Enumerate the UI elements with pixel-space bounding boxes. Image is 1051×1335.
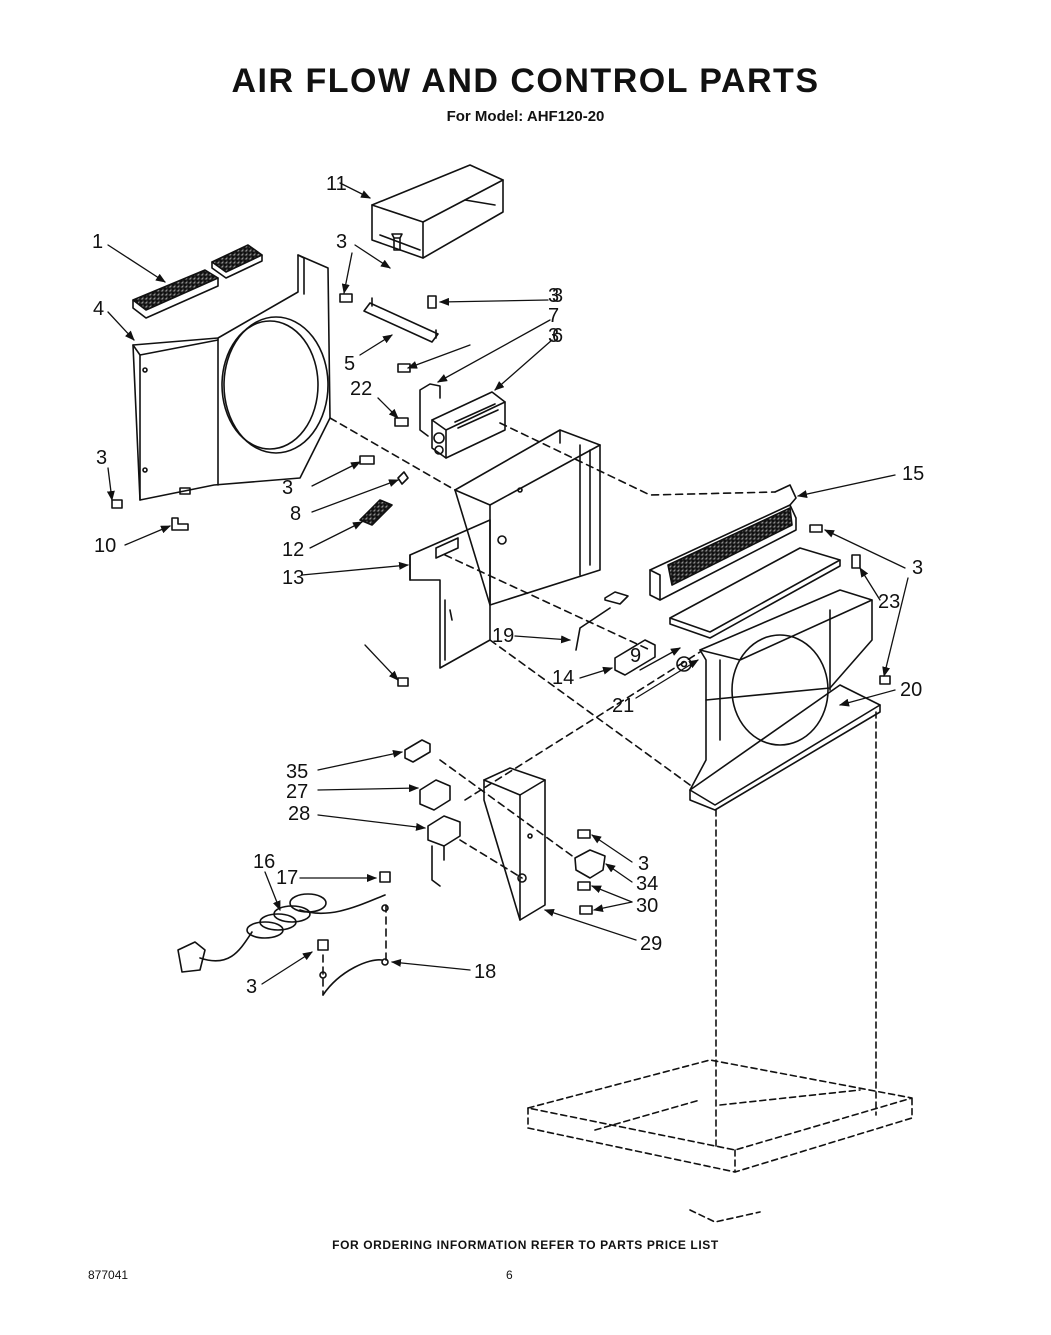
wire-clip	[575, 591, 629, 651]
document-number: 877041	[88, 1268, 129, 1282]
filter-pad	[669, 547, 841, 639]
callout-label: 3	[336, 231, 347, 253]
foam-strip-parts	[132, 244, 263, 319]
mount-bracket-small	[171, 517, 189, 531]
callout-label: 34	[636, 873, 658, 895]
callout-label: 16	[253, 851, 275, 873]
callout-label: 13	[282, 567, 304, 589]
power-cord	[177, 893, 386, 973]
capacitor	[431, 391, 506, 459]
callout-label: 14	[552, 667, 574, 689]
front-shroud-panel	[132, 254, 331, 501]
callout-label: 22	[350, 378, 372, 400]
fan-shroud-base	[689, 589, 881, 811]
callout-label: 5	[344, 353, 355, 375]
assembly-guide-lines	[322, 417, 776, 996]
terminal-block	[614, 639, 656, 676]
callout-label: 17	[276, 867, 298, 889]
callout-label: 15	[902, 463, 924, 485]
screw-fasteners	[111, 233, 891, 915]
callout-label: 3	[912, 557, 923, 579]
callout-label: 10	[94, 535, 116, 557]
switch-parts	[404, 739, 461, 887]
outlet-grille	[649, 484, 797, 601]
callout-label: 3	[282, 477, 293, 499]
callout-label: 3	[548, 285, 559, 307]
callout-label: 7	[548, 305, 559, 327]
callout-label: 8	[290, 503, 301, 525]
callout-label: 11	[326, 173, 347, 195]
lower-hardware	[317, 871, 391, 996]
callout-label: 1	[92, 231, 103, 253]
callout-label: 19	[492, 625, 514, 647]
callout-label: 3	[96, 447, 107, 469]
mesh-screen	[359, 499, 393, 526]
control-bracket	[483, 767, 546, 921]
leader-arrows	[106, 182, 909, 985]
base-pan	[527, 711, 913, 1223]
callout-label: 23	[878, 591, 900, 613]
page-title: AIR FLOW AND CONTROL PARTS	[231, 62, 820, 100]
callout-label: 21	[612, 695, 634, 717]
callout-label: 3	[552, 285, 563, 307]
control-box-cover	[371, 164, 504, 259]
small-clip	[397, 471, 409, 485]
callout-label: 4	[93, 298, 104, 320]
callout-label: 27	[286, 781, 308, 803]
callout-label: 35	[286, 761, 308, 783]
page-number: 6	[506, 1268, 513, 1282]
page-subtitle: For Model: AHF120-20	[446, 108, 605, 125]
callout-label: 3	[246, 976, 257, 998]
callout-label: 29	[640, 933, 662, 955]
main-partition-bracket	[409, 429, 601, 669]
ordering-info-note: FOR ORDERING INFORMATION REFER TO PARTS …	[332, 1238, 719, 1252]
callout-label: 30	[636, 895, 658, 917]
callout-label: 18	[474, 961, 496, 983]
callout-label: 3	[548, 325, 559, 347]
capacitor-clip	[419, 383, 441, 437]
callout-label: 12	[282, 539, 304, 561]
callout-label: 9	[630, 645, 641, 667]
callout-label: 28	[288, 803, 310, 825]
rotary-switch	[574, 849, 606, 879]
callout-label: 6	[552, 325, 563, 347]
bracket-strip	[363, 297, 439, 343]
callout-label: 20	[900, 679, 922, 701]
callout-label: 3	[638, 853, 649, 875]
